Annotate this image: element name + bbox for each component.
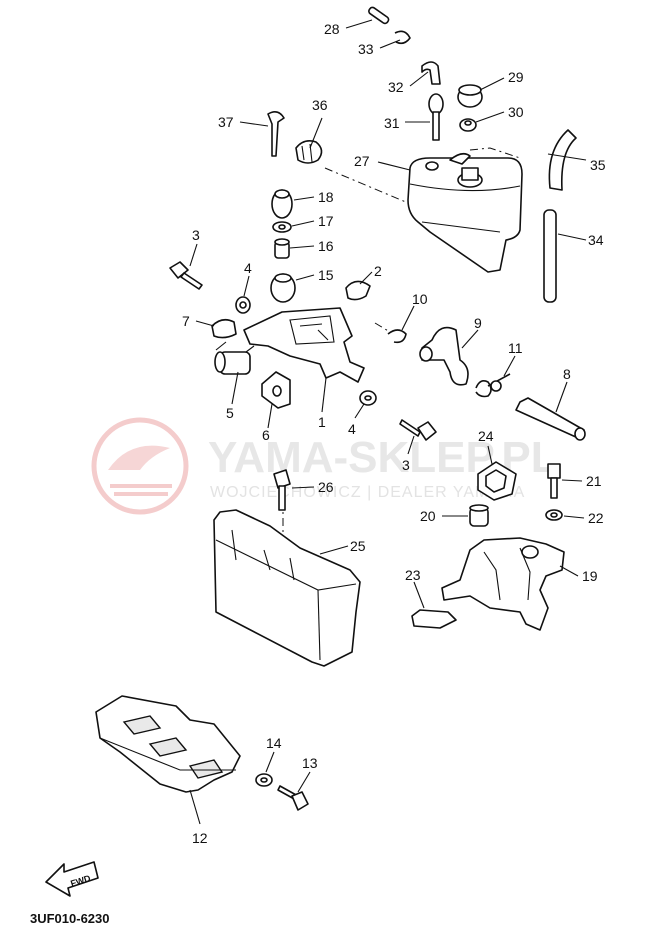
bolt-part-3a bbox=[169, 261, 203, 290]
callout-37: 37 bbox=[218, 114, 234, 130]
callout-6: 6 bbox=[262, 427, 270, 443]
callout-21: 21 bbox=[586, 473, 602, 489]
bolt-part-21 bbox=[547, 463, 561, 499]
cap-part-29 bbox=[457, 84, 483, 108]
watermark-logo-icon bbox=[91, 417, 189, 515]
pin-part-28 bbox=[368, 6, 390, 25]
callout-4a: 4 bbox=[244, 260, 252, 276]
grommet-part-7 bbox=[211, 318, 237, 339]
watermark: YAMA-SKLEP.PL WOJCIECHOWICZ | DEALER YAM… bbox=[91, 417, 558, 515]
washer-part-22 bbox=[545, 509, 563, 521]
grommet-part-15 bbox=[270, 273, 296, 303]
callout-4b: 4 bbox=[348, 421, 356, 437]
callout-26: 26 bbox=[318, 479, 334, 495]
callout-12: 12 bbox=[192, 830, 208, 846]
callout-19: 19 bbox=[582, 568, 598, 584]
callout-17: 17 bbox=[318, 213, 334, 229]
collar-part-4a bbox=[235, 296, 251, 314]
callout-36: 36 bbox=[312, 97, 328, 113]
callout-23: 23 bbox=[405, 567, 421, 583]
lever-part-9 bbox=[419, 326, 469, 386]
callout-24: 24 bbox=[478, 428, 494, 444]
callout-31: 31 bbox=[384, 115, 400, 131]
callout-20: 20 bbox=[420, 508, 436, 524]
tie-band-part-37 bbox=[267, 110, 285, 157]
spring-part-11 bbox=[475, 373, 511, 398]
hose-part-35 bbox=[548, 129, 577, 191]
callout-2: 2 bbox=[374, 263, 382, 279]
callout-11: 11 bbox=[508, 340, 523, 356]
plate-part-6 bbox=[261, 371, 291, 409]
leader-lines bbox=[189, 19, 587, 825]
callout-5: 5 bbox=[226, 405, 234, 421]
bracket-part-19 bbox=[441, 537, 565, 631]
bracket-part-12 bbox=[95, 695, 241, 793]
hose-part-34 bbox=[543, 209, 557, 303]
callout-3a: 3 bbox=[192, 227, 200, 243]
watermark-subtitle: WOJCIECHOWICZ | DEALER YAMAHA bbox=[210, 484, 525, 501]
callout-numbers: 28 33 29 32 30 31 37 36 27 35 18 17 16 1… bbox=[182, 21, 606, 846]
callout-15: 15 bbox=[318, 267, 334, 283]
washer-part-17 bbox=[272, 221, 292, 233]
elbow-pipe-part-32 bbox=[421, 61, 441, 85]
callout-16: 16 bbox=[318, 238, 334, 254]
cable-holder-part-5 bbox=[214, 341, 255, 375]
callout-18: 18 bbox=[318, 189, 334, 205]
callout-13: 13 bbox=[302, 755, 318, 771]
callout-8: 8 bbox=[563, 366, 571, 382]
diagram-code: 3UF010-6230 bbox=[30, 911, 110, 926]
grommet-part-24 bbox=[477, 461, 517, 501]
grommet-part-2 bbox=[345, 280, 371, 301]
callout-29: 29 bbox=[508, 69, 524, 85]
callout-28: 28 bbox=[324, 21, 340, 37]
bolt-part-26 bbox=[273, 469, 291, 511]
collar-part-20 bbox=[469, 504, 489, 527]
washer-part-30 bbox=[459, 118, 477, 132]
battery-box-part-25 bbox=[213, 509, 361, 667]
collar-part-16 bbox=[274, 238, 290, 259]
callout-32: 32 bbox=[388, 79, 404, 95]
callout-27: 27 bbox=[354, 153, 370, 169]
callout-10: 10 bbox=[412, 291, 428, 307]
callout-22: 22 bbox=[588, 510, 604, 526]
callout-30: 30 bbox=[508, 104, 524, 120]
callout-9: 9 bbox=[474, 315, 482, 331]
collar-part-4b bbox=[359, 390, 377, 406]
plate-part-23 bbox=[411, 609, 457, 629]
circlip-part-10 bbox=[387, 329, 407, 344]
callout-3b: 3 bbox=[402, 457, 410, 473]
bolt-part-13 bbox=[277, 785, 309, 811]
parts bbox=[95, 6, 586, 811]
callout-14: 14 bbox=[266, 735, 282, 751]
fwd-arrow-icon: FWD bbox=[45, 861, 99, 897]
callout-1: 1 bbox=[318, 414, 326, 430]
washer-part-14 bbox=[255, 773, 273, 787]
shaft-part-8 bbox=[515, 397, 586, 441]
grommet-part-18 bbox=[271, 189, 293, 219]
vent-screw-part-31 bbox=[428, 93, 444, 141]
bracket-part-1 bbox=[243, 307, 365, 383]
callout-25: 25 bbox=[350, 538, 366, 554]
callout-7: 7 bbox=[182, 313, 190, 329]
callout-33: 33 bbox=[358, 41, 374, 57]
bolt-part-3b bbox=[399, 419, 437, 441]
callout-34: 34 bbox=[588, 232, 604, 248]
holder-part-36 bbox=[295, 140, 323, 164]
callout-35: 35 bbox=[590, 157, 606, 173]
oil-tank-part-27 bbox=[407, 152, 523, 273]
